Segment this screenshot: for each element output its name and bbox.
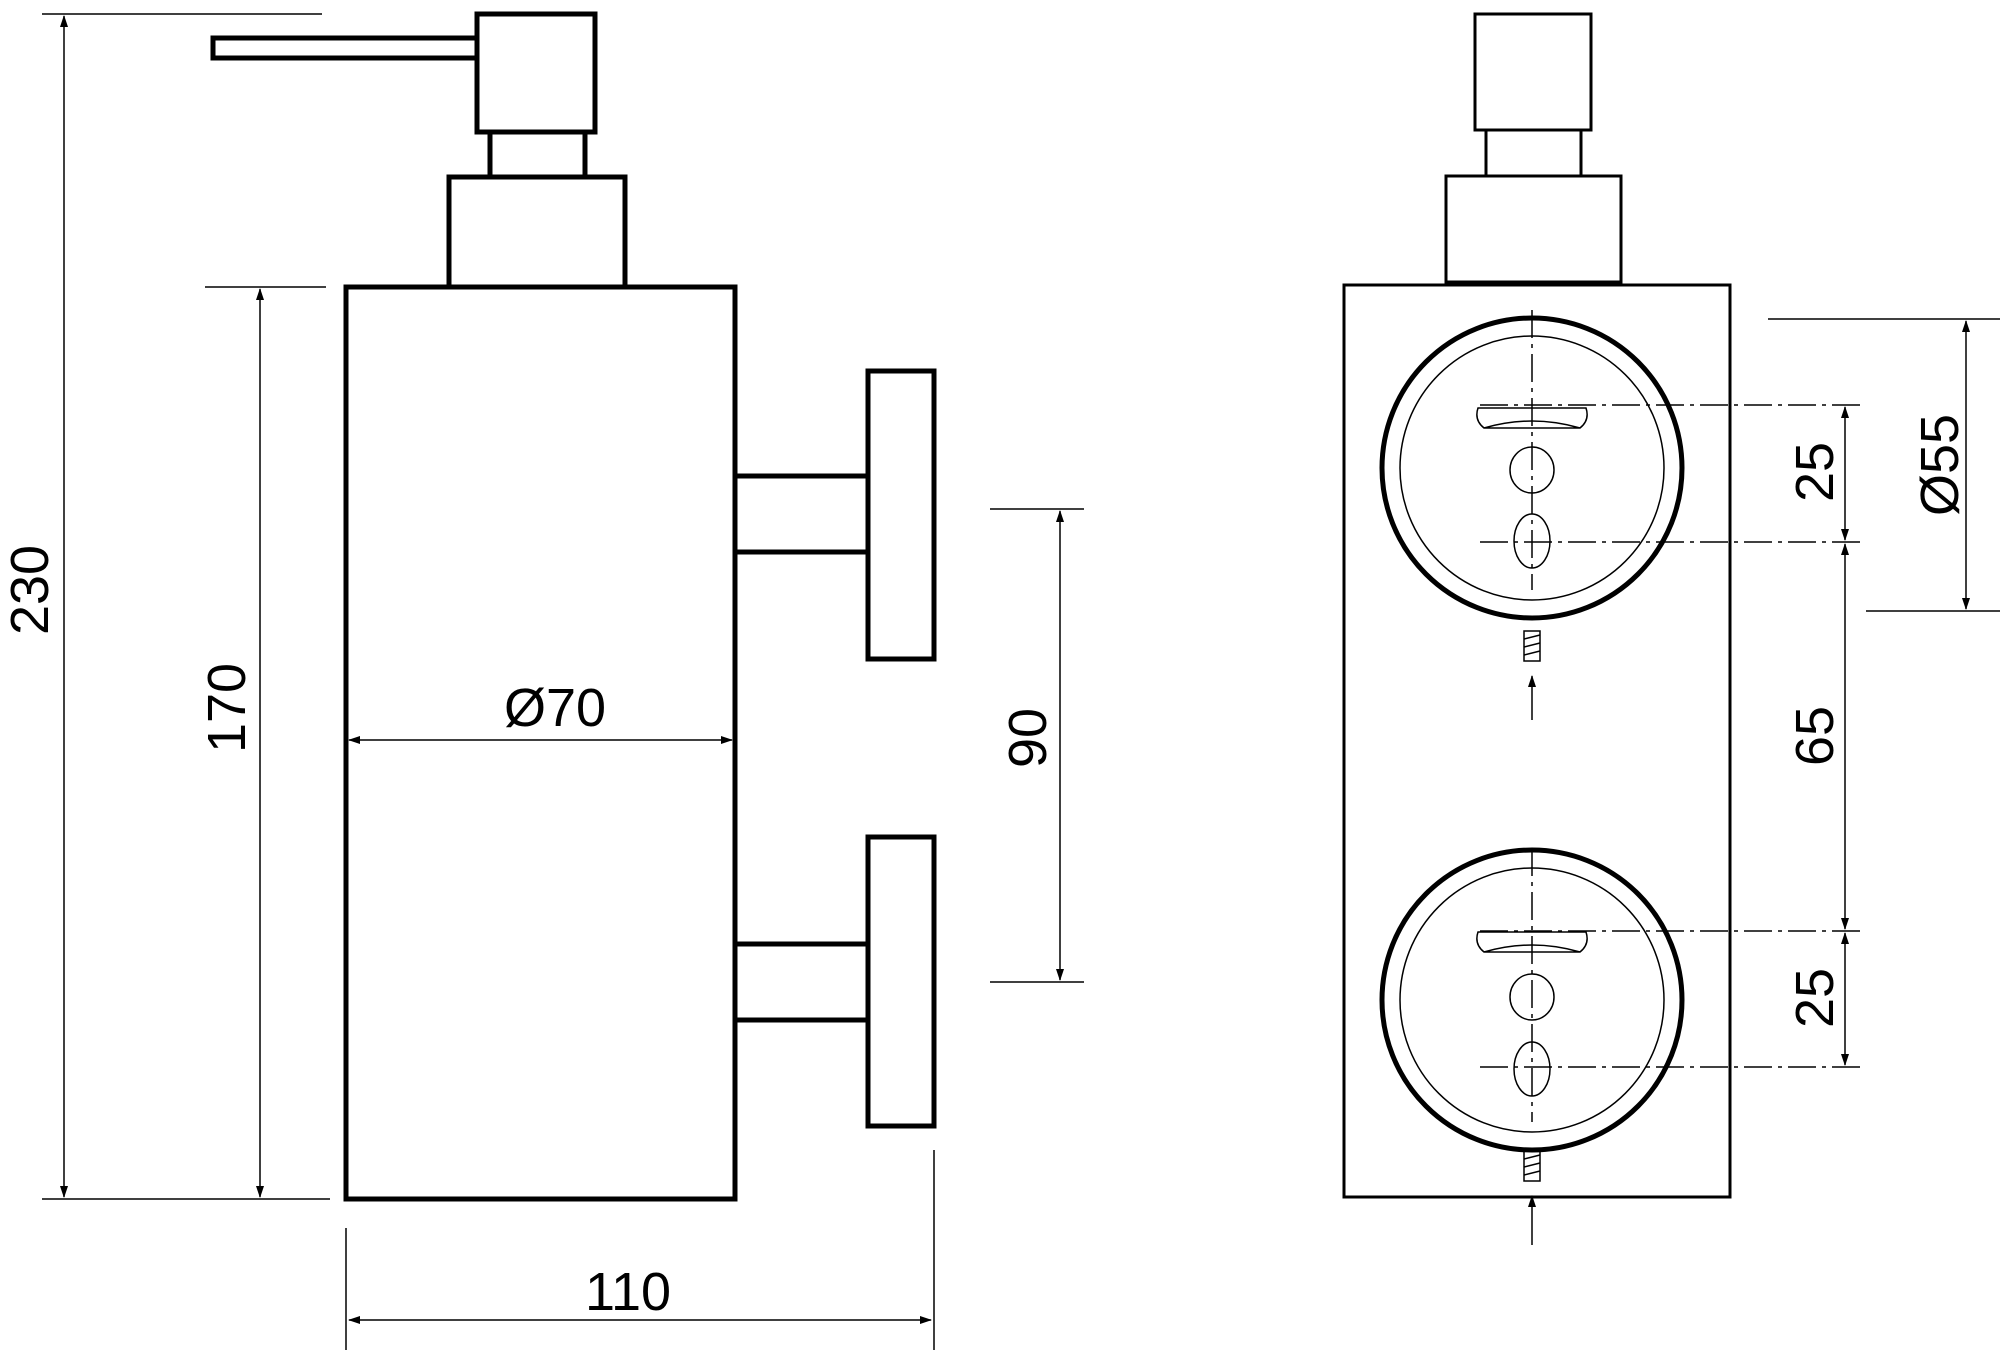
dim-body-height: 170 <box>197 663 257 753</box>
front-pump-stem <box>1484 128 1583 178</box>
dim-slot-offset-top: 25 <box>1785 442 1845 502</box>
lower-bracket-plate <box>865 834 937 1129</box>
pump-head <box>474 11 598 135</box>
upper-bracket-plate <box>865 368 937 662</box>
upper-bracket-arm <box>732 473 871 555</box>
dim-hole-spacing: 65 <box>1785 706 1845 766</box>
front-pump-head <box>1473 12 1593 132</box>
upper-set-screw <box>1523 630 1541 662</box>
pump-collar <box>446 174 628 290</box>
dim-total-depth: 110 <box>585 1262 671 1322</box>
upper-mounting-plate <box>1379 310 1860 720</box>
lower-bracket-arm <box>732 941 871 1023</box>
pump-nozzle <box>210 35 480 61</box>
dim-slot-offset-bottom: 25 <box>1785 968 1845 1028</box>
bottle-body <box>343 284 738 1202</box>
front-view: Ø55 25 65 25 <box>1342 12 2000 1245</box>
pump-stem <box>487 129 588 180</box>
side-view: 230 170 Ø70 90 110 <box>0 11 1084 1350</box>
lower-mounting-plate <box>1379 847 1860 1245</box>
lower-set-screw <box>1523 1150 1541 1182</box>
dim-mount-spacing: 90 <box>998 708 1058 768</box>
front-pump-collar <box>1444 174 1623 284</box>
back-plate <box>1342 283 1732 1199</box>
dim-plate-diameter: Ø55 <box>1910 414 1970 516</box>
dim-total-height: 230 <box>0 545 60 635</box>
dim-body-diameter: Ø70 <box>504 678 606 738</box>
